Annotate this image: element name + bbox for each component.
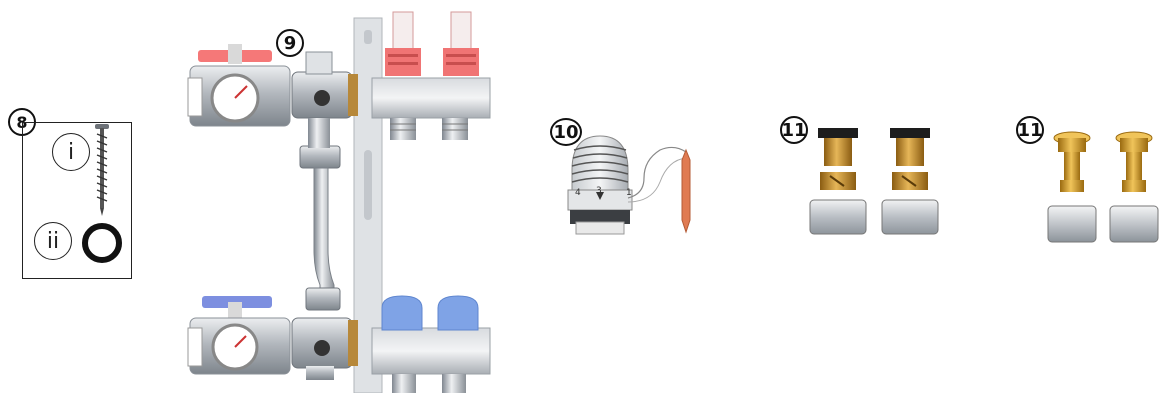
callout-8-i: i: [52, 133, 90, 171]
screw-icon: [92, 122, 112, 222]
dial-mark-4: 4: [575, 188, 581, 198]
callout-8-ii: ii: [34, 222, 72, 260]
compression-fittings-set-1: [804, 124, 954, 239]
compression-fittings-set-2: [1040, 124, 1164, 249]
o-ring-icon: [80, 221, 124, 265]
dial-mark-3: 3: [596, 186, 602, 196]
dial-mark-1: 1: [626, 188, 632, 198]
flow-meter-1: [385, 12, 421, 76]
flow-meter-2: [443, 12, 479, 76]
manifold-assembly: [180, 0, 510, 393]
thermostatic-head: [556, 130, 736, 240]
